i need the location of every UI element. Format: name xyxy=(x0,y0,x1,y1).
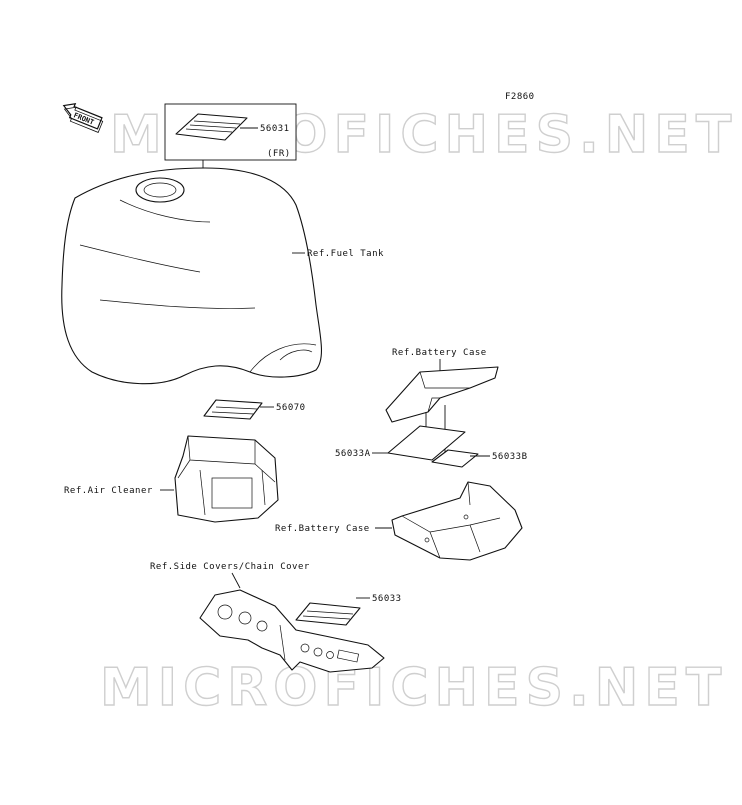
label-battery-case-bottom: Ref.Battery Case xyxy=(275,524,370,534)
inset-part-number: 56031 xyxy=(260,124,290,134)
fuel-tank xyxy=(61,167,322,385)
label-sticker-56033 xyxy=(295,602,361,626)
label-sticker-56033a xyxy=(387,425,466,461)
air-cleaner xyxy=(174,435,279,523)
part-56033b: 56033B xyxy=(492,452,528,462)
front-arrow-icon: FRONT xyxy=(62,102,104,133)
part-56070: 56070 xyxy=(276,403,306,413)
chain-cover xyxy=(199,589,385,673)
label-fuel-tank: Ref.Fuel Tank xyxy=(307,249,384,259)
battery-case-cover xyxy=(385,366,499,423)
label-sticker-56033b xyxy=(431,449,479,468)
label-battery-case-top: Ref.Battery Case xyxy=(392,348,487,358)
label-sticker-56070 xyxy=(203,399,274,420)
figure-code: F2860 xyxy=(505,92,535,102)
inset-note: (FR) xyxy=(267,149,291,159)
battery-case xyxy=(391,481,523,561)
watermark-bottom: MICROFICHES.NET xyxy=(100,658,727,718)
label-side-covers: Ref.Side Covers/Chain Cover xyxy=(150,562,310,572)
part-56033a: 56033A xyxy=(335,449,371,459)
inset-56031: 56031 (FR) xyxy=(164,103,297,215)
part-56033: 56033 xyxy=(372,594,402,604)
label-air-cleaner: Ref.Air Cleaner xyxy=(64,486,153,496)
